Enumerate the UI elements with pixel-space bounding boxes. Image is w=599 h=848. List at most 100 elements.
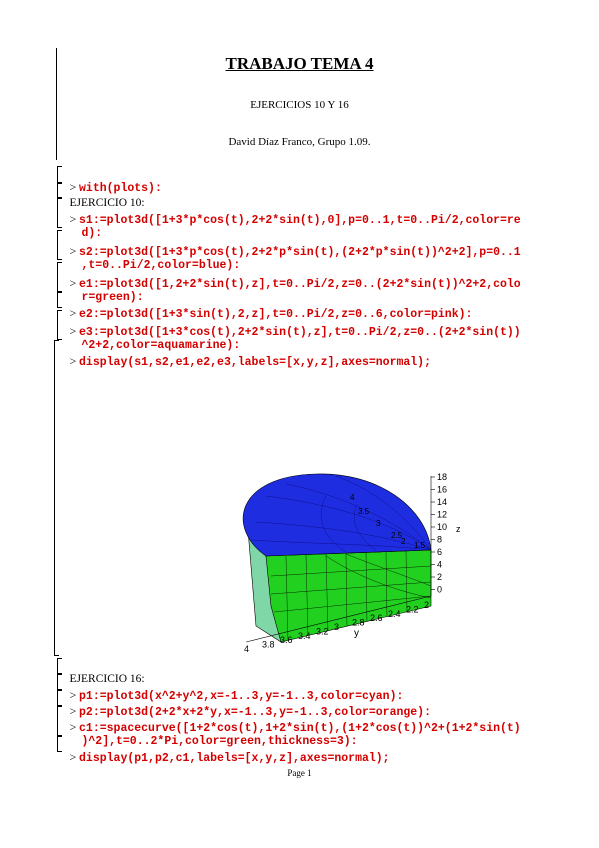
y-tick-label: 2 [424, 600, 429, 610]
z-axis-label: z [456, 524, 461, 534]
exec-group-s2[interactable]: > s2:=plot3d([1+3*p*cos(t),2+2*p*sin(t),… [64, 230, 521, 260]
z-tick-label: 10 [437, 522, 447, 532]
input-bracket [57, 166, 62, 184]
command-continuation[interactable]: ^2+2,color=aquamarine): [76, 324, 241, 353]
section-label: EJERCICIO 10: [69, 197, 145, 209]
exec-group-e1[interactable]: > e1:=plot3d([1,2+2*sin(t),z],t=0..Pi/2,… [64, 262, 521, 292]
output-group-bracket [54, 340, 59, 656]
page-left-bar [56, 48, 57, 160]
prompt-symbol: > [69, 354, 77, 368]
maple-command[interactable]: c1:=spacecurve([1+2*cos(t),1+2*sin(t),(1… [79, 722, 521, 735]
command-continuation[interactable]: r=green): [76, 276, 144, 305]
exec-group-display1[interactable]: > display(s1,s2,e1,e2,e3,labels=[x,y,z],… [64, 340, 432, 370]
prompt-symbol: > [69, 276, 77, 290]
maple-command[interactable]: p1:=plot3d(x^2+y^2,x=-1..3,y=-1..3,color… [79, 690, 404, 703]
input-bracket [57, 230, 62, 260]
y-tick-label: 2.4 [388, 609, 401, 619]
prompt-symbol: > [69, 324, 77, 338]
exec-group-s1[interactable]: > s1:=plot3d([1+3*p*cos(t),2+2*sin(t),0]… [64, 198, 521, 228]
text-bracket [57, 182, 62, 198]
exec-group-display2[interactable]: > display(p1,p2,c1,labels=[x,y,z],axes=n… [64, 736, 390, 766]
prompt-symbol: > [69, 212, 77, 226]
input-bracket [57, 690, 62, 706]
exec-group-p1[interactable]: > p1:=plot3d(x^2+y^2,x=-1..3,y=-1..3,col… [64, 674, 404, 704]
y-axis-line [245, 595, 432, 643]
y-tick-label: 2.8 [352, 618, 365, 628]
prompt-symbol: > [69, 306, 77, 320]
input-bracket [57, 292, 62, 308]
y-tick-label: 2.2 [406, 604, 419, 614]
exec-group-e3[interactable]: > e3:=plot3d([1+3*cos(t),2+2*sin(t),z],t… [64, 310, 521, 340]
maple-command[interactable]: display(p1,p2,c1,labels=[x,y,z],axes=nor… [79, 752, 390, 765]
y-axis-label: y [354, 628, 359, 639]
maple-command[interactable]: s2:=plot3d([1+3*p*cos(t),2+2*p*sin(t),(2… [79, 246, 521, 259]
z-tick-label: 0 [437, 585, 442, 595]
z-tick-label: 16 [437, 485, 447, 495]
x-tick-label: 1.5 [414, 541, 426, 550]
maple-command[interactable]: display(s1,s2,e1,e2,e3,labels=[x,y,z],ax… [79, 356, 431, 369]
input-bracket [57, 262, 62, 292]
maple-command[interactable]: with(plots): [79, 182, 162, 195]
x-tick-label: 2.5 [391, 531, 403, 540]
input-bracket [57, 706, 62, 736]
section-heading-ej16: EJERCICIO 16: [64, 658, 145, 686]
input-bracket [57, 736, 62, 752]
maple-command-cont[interactable]: d): [81, 227, 103, 240]
command-continuation[interactable]: ,t=0..Pi/2,color=blue): [76, 244, 241, 273]
y-tick-label: 3.6 [280, 635, 293, 645]
text-bracket [57, 658, 62, 674]
document-author: David Díaz Franco, Grupo 1.09. [228, 136, 371, 148]
prompt-symbol: > [69, 720, 77, 734]
section-heading-ej10: EJERCICIO 10: [64, 182, 145, 210]
exec-group-c1[interactable]: > c1:=spacecurve([1+2*cos(t),1+2*sin(t),… [64, 706, 521, 736]
x-tick-label: 3.5 [358, 507, 370, 516]
prompt-symbol: > [69, 688, 77, 702]
document-subtitle: EJERCICIOS 10 Y 16 [250, 99, 349, 111]
z-tick-label: 18 [437, 472, 447, 482]
section-label: EJERCICIO 16: [69, 673, 145, 685]
z-axis-ticks: 18 16 14 12 10 8 6 4 2 0 [431, 472, 447, 595]
y-tick-label: 3.4 [298, 631, 311, 641]
input-bracket [57, 674, 62, 690]
page-number: Page 1 [287, 768, 312, 778]
exec-group-e2[interactable]: > e2:=plot3d([1+3*sin(t),2,z],t=0..Pi/2,… [64, 292, 473, 322]
exec-group-p2[interactable]: > p2:=plot3d(2+2*x+2*y,x=-1..3,y=-1..3,c… [64, 690, 432, 720]
maple-command[interactable]: p2:=plot3d(2+2*x+2*y,x=-1..3,y=-1..3,col… [79, 706, 431, 719]
maple-command-cont[interactable]: r=green): [81, 291, 144, 304]
z-tick-label: 14 [437, 497, 447, 507]
blue-surface [242, 473, 432, 557]
exec-group-with-plots[interactable]: > with(plots): [64, 166, 162, 196]
z-tick-label: 12 [437, 510, 447, 520]
green-mesh [270, 550, 431, 642]
maple-command[interactable]: e1:=plot3d([1,2+2*sin(t),z],t=0..Pi/2,z=… [79, 278, 521, 291]
x-tick-label: 3 [376, 519, 381, 528]
maple-command[interactable]: e3:=plot3d([1+3*cos(t),2+2*sin(t),z],t=0… [79, 326, 521, 339]
x-tick-label: 2 [401, 537, 406, 546]
maple-command-cont[interactable]: )^2],t=0..2*Pi,color=green,thickness=3): [81, 735, 358, 748]
y-tick-label: 2.6 [370, 613, 383, 623]
z-tick-label: 6 [437, 547, 442, 557]
y-tick-label: 3.2 [316, 626, 329, 636]
x-axis-ticks: 43.5 3 2.52 1.5 [350, 493, 426, 550]
maple-command[interactable]: s1:=plot3d([1+3*p*cos(t),2+2*sin(t),0],p… [79, 214, 521, 227]
y-axis-ticks: 4 3.8 3.6 3.4 3.2 3 2.8 2.6 2.4 2.2 2 [244, 600, 429, 654]
blue-mesh [250, 475, 432, 553]
command-continuation[interactable]: )^2],t=0..2*Pi,color=green,thickness=3): [76, 720, 358, 749]
z-tick-label: 4 [437, 560, 442, 570]
prompt-symbol: > [69, 244, 77, 258]
input-bracket [57, 310, 62, 340]
maple-command-cont[interactable]: ^2+2,color=aquamarine): [81, 339, 241, 352]
y-tick-label: 4 [244, 644, 249, 654]
y-tick-label: 3 [334, 622, 339, 632]
input-bracket [57, 198, 62, 228]
x-tick-label: 4 [350, 493, 355, 502]
y-tick-label: 3.8 [262, 640, 275, 650]
maple-command-cont[interactable]: ,t=0..Pi/2,color=blue): [81, 259, 241, 272]
maple-command[interactable]: e2:=plot3d([1+3*sin(t),2,z],t=0..Pi/2,z=… [79, 308, 473, 321]
z-tick-label: 8 [437, 535, 442, 545]
prompt-symbol: > [69, 704, 77, 718]
z-tick-label: 2 [437, 572, 442, 582]
command-continuation[interactable]: d): [76, 212, 103, 241]
prompt-symbol: > [69, 180, 77, 194]
